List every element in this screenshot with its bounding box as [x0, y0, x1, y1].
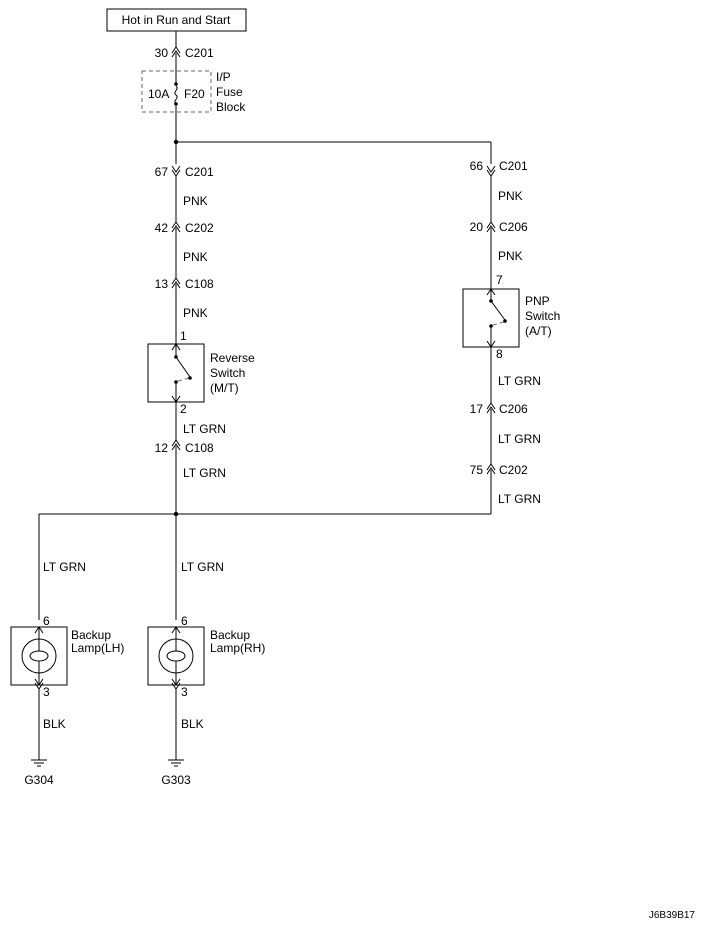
- connector-c201-right: 66 C201: [470, 159, 528, 177]
- ground-g304: G304: [24, 759, 54, 787]
- connector-c108-top: 13 C108: [155, 277, 214, 291]
- wire-color-label: PNK: [183, 306, 208, 320]
- lamp-label-1: Backup: [210, 628, 250, 642]
- pin-label: 2: [180, 402, 187, 416]
- switch-label-3: (M/T): [210, 381, 239, 395]
- pin-label: 20: [470, 220, 484, 234]
- connector-name: C206: [499, 402, 528, 416]
- ground-label: G304: [24, 773, 54, 787]
- fuse-rating: 10A: [148, 87, 169, 101]
- wire-color-label: PNK: [498, 189, 523, 203]
- switch-label-1: Reverse: [210, 351, 255, 365]
- pin-label: 17: [470, 402, 484, 416]
- lamp-label-2: Lamp(LH): [71, 641, 124, 655]
- connector-name: C108: [185, 441, 214, 455]
- ground-label: G303: [161, 773, 191, 787]
- figure-id: J6B39B17: [649, 910, 696, 921]
- connector-name: C108: [185, 277, 214, 291]
- lamp-label-1: Backup: [71, 628, 111, 642]
- wire-color-label: LT GRN: [43, 560, 86, 574]
- backup-lamp-rh: 6 3 Backup Lamp(RH): [147, 614, 265, 699]
- fuse-block-label-3: Block: [216, 100, 246, 114]
- pin-label: 66: [470, 159, 484, 173]
- pin-label: 12: [155, 441, 169, 455]
- fuse-block-label-2: Fuse: [216, 85, 243, 99]
- wire-color-label: LT GRN: [183, 466, 226, 480]
- wire-color-label: BLK: [181, 717, 204, 731]
- connector-name: C206: [499, 220, 528, 234]
- wire-color-label: LT GRN: [181, 560, 224, 574]
- connector-c108-bottom: 12 C108: [155, 439, 214, 455]
- pin-label: 67: [155, 165, 169, 179]
- connector-name: C201: [185, 165, 214, 179]
- pin-label: 3: [43, 685, 50, 699]
- wire-color-label: PNK: [498, 249, 523, 263]
- wire-color-label: PNK: [183, 194, 208, 208]
- pin-label: 6: [181, 614, 188, 628]
- pin-label: 30: [155, 46, 169, 60]
- pin-label: 3: [181, 685, 188, 699]
- switch-label-2: Switch: [525, 309, 560, 323]
- pin-label: 42: [155, 221, 169, 235]
- backup-lamp-lh: 6 3 Backup Lamp(LH): [10, 614, 124, 699]
- connector-c202-right: 75 C202: [470, 463, 528, 477]
- connector-name: C201: [499, 159, 528, 173]
- pin-label: 8: [496, 347, 503, 361]
- wire-color-label: LT GRN: [498, 432, 541, 446]
- power-source-label: Hot in Run and Start: [122, 13, 231, 27]
- pin-label: 7: [496, 273, 503, 287]
- power-source: Hot in Run and Start: [106, 8, 247, 32]
- wire-color-label: BLK: [43, 717, 66, 731]
- wire-color-label: LT GRN: [183, 422, 226, 436]
- connector-c201-top: 30 C201: [155, 46, 214, 60]
- connector-c201-left: 67 C201: [155, 165, 214, 179]
- pin-label: 75: [470, 463, 484, 477]
- pin-label: 1: [180, 329, 187, 343]
- connector-name: C201: [185, 46, 214, 60]
- wire-color-label: LT GRN: [498, 492, 541, 506]
- switch-label-2: Switch: [210, 366, 245, 380]
- fuse-name: F20: [184, 87, 205, 101]
- fuse-block: 10A F20 I/P Fuse Block: [141, 70, 246, 114]
- connector-c206-bottom: 17 C206: [470, 402, 528, 416]
- reverse-switch: 1 2 Reverse Switch (M/T): [147, 329, 255, 416]
- pin-label: 6: [43, 614, 50, 628]
- wire-color-label: LT GRN: [498, 374, 541, 388]
- connector-name: C202: [499, 463, 528, 477]
- connector-name: C202: [185, 221, 214, 235]
- switch-label-1: PNP: [525, 294, 550, 308]
- ground-g303: G303: [161, 759, 191, 787]
- connector-c206-top: 20 C206: [470, 220, 528, 234]
- connector-c202-left: 42 C202: [155, 221, 214, 235]
- wire-color-label: PNK: [183, 250, 208, 264]
- fuse-block-label-1: I/P: [216, 70, 231, 84]
- lamp-label-2: Lamp(RH): [210, 641, 265, 655]
- pin-label: 13: [155, 277, 169, 291]
- switch-label-3: (A/T): [525, 324, 552, 338]
- pnp-switch: 7 8 PNP Switch (A/T): [462, 273, 560, 361]
